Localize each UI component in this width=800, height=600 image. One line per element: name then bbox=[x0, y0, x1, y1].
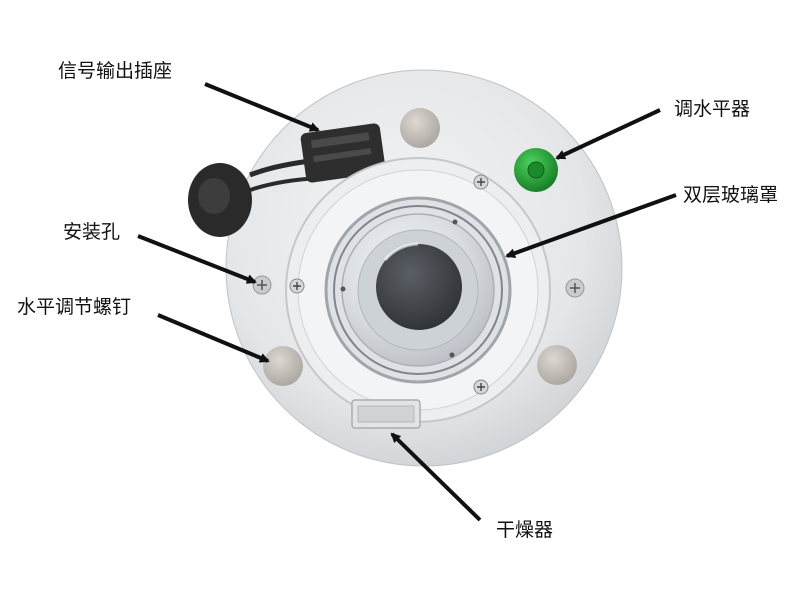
housing-screw-bottom bbox=[473, 379, 489, 395]
label-double-glass-dome: 双层玻璃罩 bbox=[683, 184, 779, 206]
label-desiccant: 干燥器 bbox=[496, 519, 554, 541]
arrow-leveler bbox=[555, 108, 661, 160]
arrow-leveling-screw bbox=[157, 313, 270, 363]
label-signal-output-socket: 信号输出插座 bbox=[58, 60, 173, 82]
arrow-mount-hole bbox=[137, 234, 257, 284]
mounting-hole-left bbox=[252, 275, 272, 295]
bubble-level bbox=[514, 148, 558, 192]
signal-output-socket bbox=[188, 123, 386, 237]
arrow-desiccant bbox=[390, 432, 482, 522]
leveling-foot-left bbox=[263, 346, 303, 386]
mounting-hole-right bbox=[565, 278, 585, 298]
housing-screw-left bbox=[289, 278, 305, 294]
label-bubble-level: 调水平器 bbox=[674, 98, 751, 120]
housing-screw-top bbox=[473, 174, 489, 190]
label-leveling-screw: 水平调节螺钉 bbox=[17, 296, 132, 318]
label-mounting-hole: 安装孔 bbox=[63, 221, 121, 243]
leveling-foot-right bbox=[537, 345, 577, 385]
arrow-glass-dome bbox=[505, 193, 677, 258]
sensor-lens bbox=[376, 244, 462, 330]
desiccant-holder bbox=[351, 399, 421, 429]
double-glass-dome bbox=[324, 196, 512, 384]
leveling-foot-top bbox=[400, 108, 440, 148]
arrow-signal-socket bbox=[204, 82, 320, 132]
